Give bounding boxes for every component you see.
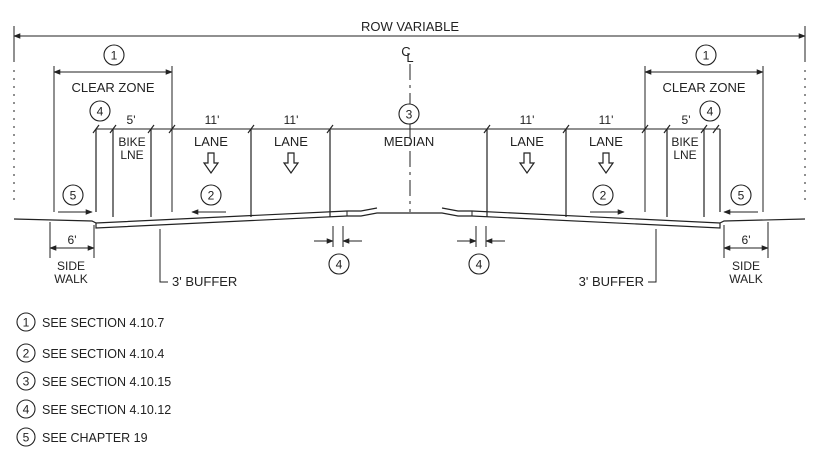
dim-lane-3: 11' xyxy=(520,113,535,127)
svg-text:4: 4 xyxy=(707,105,714,119)
dim-lane-1: 11' xyxy=(205,113,220,127)
svg-text:5: 5 xyxy=(738,189,745,203)
svg-text:2: 2 xyxy=(600,189,607,203)
callout-5-right xyxy=(730,184,752,206)
sidewalk-right-label-2: WALK xyxy=(729,272,763,286)
svg-text:5: 5 xyxy=(70,189,77,203)
sidewalk-left-label-1: SIDE xyxy=(57,259,85,273)
bike-lane-right-label-2: LNE xyxy=(673,148,696,162)
callout-4-median-left xyxy=(328,253,350,275)
callout-2-left xyxy=(200,184,222,206)
note-2: 2 SEE SECTION 4.10.4 xyxy=(16,343,164,363)
buffer-right-label: 3' BUFFER xyxy=(579,274,644,289)
dim-lane-4: 11' xyxy=(599,113,614,127)
median-label: MEDIAN xyxy=(384,134,435,149)
sidewalk-right: 6' SIDE WALK xyxy=(723,222,769,286)
callout-1-right xyxy=(695,44,717,66)
svg-text:1: 1 xyxy=(23,316,30,330)
notes-legend: 1 SEE SECTION 4.10.7 2 SEE SECTION 4.10.… xyxy=(16,312,171,447)
centerline-symbol-c: C xyxy=(401,44,410,59)
down-arrow-icon xyxy=(597,152,615,175)
centerline-symbol-l: L xyxy=(406,50,413,65)
svg-text:SEE SECTION 4.10.4: SEE SECTION 4.10.4 xyxy=(42,347,164,361)
callout-3 xyxy=(398,103,420,125)
callout-4-left-top xyxy=(89,100,111,122)
note-5: 5 SEE CHAPTER 19 xyxy=(16,427,148,447)
lane-dimensions: 5' 11' 11' 11' 11' 5' 3 xyxy=(92,103,720,134)
clear-zone-left-label: CLEAR ZONE xyxy=(71,80,154,95)
dim-sidewalk-left: 6' xyxy=(68,233,77,247)
buffer-left: 3' BUFFER xyxy=(159,229,237,289)
svg-text:SEE CHAPTER 19: SEE CHAPTER 19 xyxy=(42,431,148,445)
clear-zone-right-label: CLEAR ZONE xyxy=(662,80,745,95)
buffer-left-label: 3' BUFFER xyxy=(172,274,237,289)
dim-bike-right: 5' xyxy=(682,113,691,127)
svg-text:2: 2 xyxy=(23,347,30,361)
svg-text:3: 3 xyxy=(406,108,413,122)
svg-text:1: 1 xyxy=(703,49,710,63)
svg-text:4: 4 xyxy=(476,258,483,272)
down-arrow-icon xyxy=(282,152,300,175)
down-arrow-icon xyxy=(202,152,220,175)
svg-text:3: 3 xyxy=(23,375,30,389)
row-variable-label: ROW VARIABLE xyxy=(361,19,459,34)
lane-label-1: LANE xyxy=(194,134,228,149)
dim-bike-left: 5' xyxy=(127,113,136,127)
bike-lane-left-label-1: BIKE xyxy=(118,135,145,149)
note-3: 3 SEE SECTION 4.10.15 xyxy=(16,371,171,391)
direction-arrows xyxy=(202,152,615,175)
svg-text:4: 4 xyxy=(97,105,104,119)
svg-text:4: 4 xyxy=(23,403,30,417)
dim-lane-2: 11' xyxy=(284,113,299,127)
svg-text:2: 2 xyxy=(208,189,215,203)
sidewalk-right-label-1: SIDE xyxy=(732,259,760,273)
callout-4-right-top xyxy=(699,100,721,122)
svg-text:5: 5 xyxy=(23,431,30,445)
callout-4-median-right xyxy=(468,253,490,275)
sidewalk-left: 6' SIDE WALK xyxy=(49,222,95,286)
svg-text:SEE SECTION 4.10.12: SEE SECTION 4.10.12 xyxy=(42,403,171,417)
svg-text:1: 1 xyxy=(111,49,118,63)
sidewalk-left-label-2: WALK xyxy=(54,272,88,286)
clear-zone-left: 1 CLEAR ZONE xyxy=(53,44,173,212)
callout-2-right xyxy=(592,184,614,206)
callout-5-left xyxy=(62,184,84,206)
dim-sidewalk-right: 6' xyxy=(742,233,751,247)
bike-lane-left-label-2: LNE xyxy=(120,148,143,162)
median-curb-left: 4 xyxy=(314,226,362,275)
lane-label-4: LANE xyxy=(589,134,623,149)
lane-label-2: LANE xyxy=(274,134,308,149)
centerline: C L xyxy=(401,44,414,212)
lane-lines xyxy=(95,129,721,217)
callout-1-left xyxy=(103,44,125,66)
lane-label-3: LANE xyxy=(510,134,544,149)
buffer-right: 3' BUFFER xyxy=(579,229,657,289)
median-curb-right: 4 xyxy=(457,226,505,275)
down-arrow-icon xyxy=(518,152,536,175)
svg-text:4: 4 xyxy=(336,258,343,272)
svg-text:SEE SECTION 4.10.7: SEE SECTION 4.10.7 xyxy=(42,316,164,330)
note-1: 1 SEE SECTION 4.10.7 xyxy=(16,312,164,332)
row-dimension: ROW VARIABLE xyxy=(13,19,806,200)
note-4: 4 SEE SECTION 4.10.12 xyxy=(16,399,171,419)
svg-text:SEE SECTION 4.10.15: SEE SECTION 4.10.15 xyxy=(42,375,171,389)
road-surface xyxy=(13,207,806,229)
clear-zone-right: 1 CLEAR ZONE xyxy=(644,44,764,212)
bike-lane-right-label-1: BIKE xyxy=(671,135,698,149)
